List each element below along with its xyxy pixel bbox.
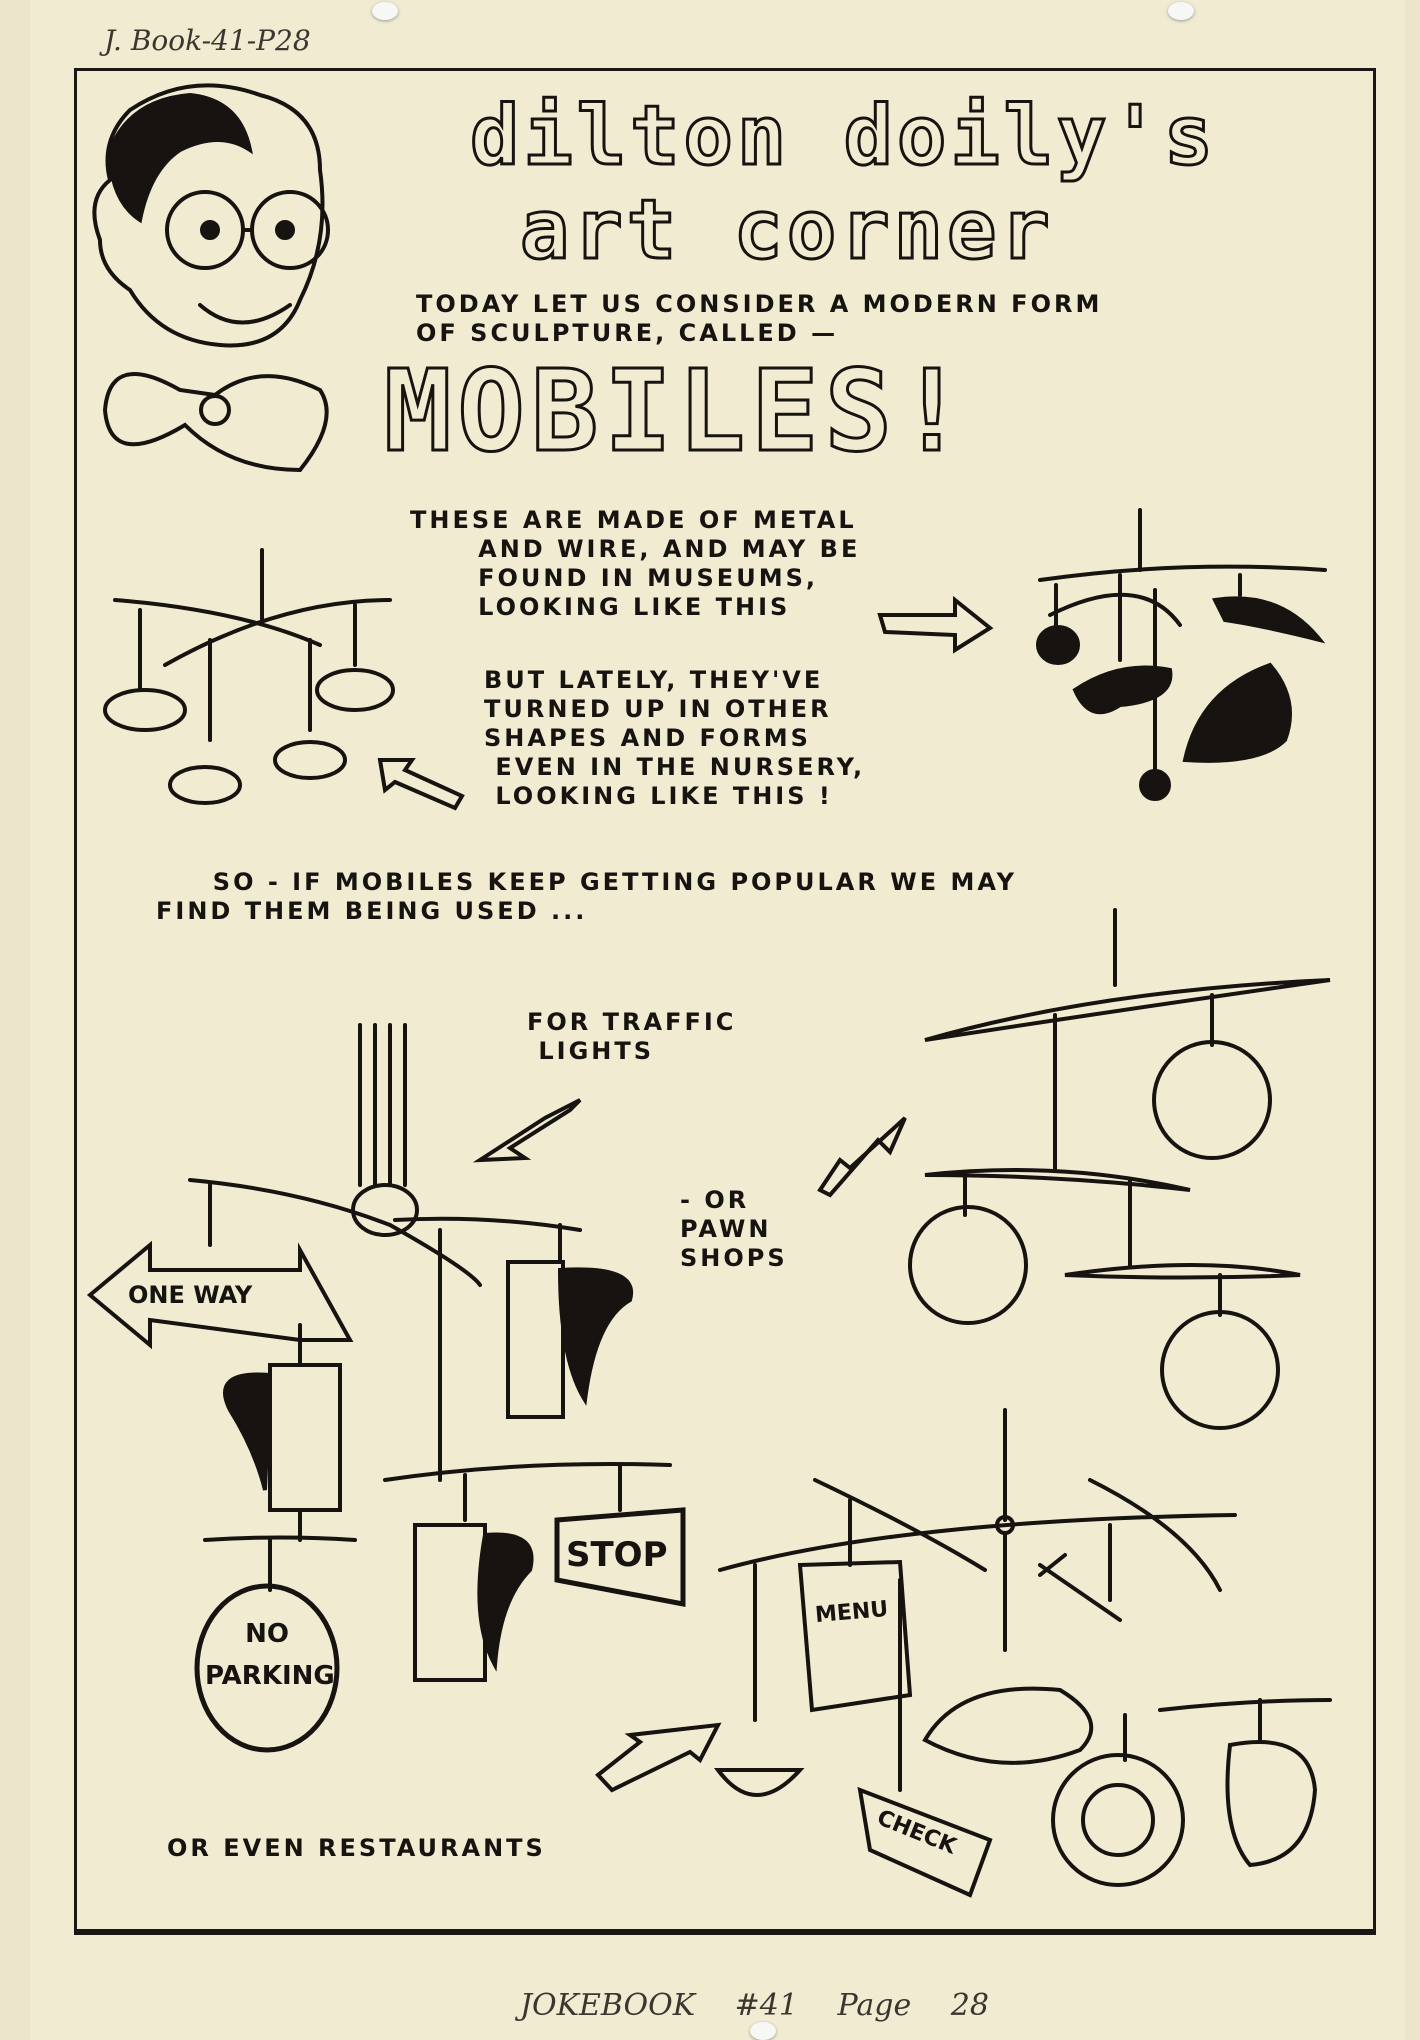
title-line-1: dilton doily's (468, 89, 1218, 184)
push-pin (372, 2, 398, 20)
push-pin (1168, 2, 1194, 20)
pawn-caption: - OR PAWN SHOPS (680, 1186, 788, 1272)
museum-mobile (1036, 508, 1327, 801)
no-parking-label-2: PARKING (205, 1661, 335, 1691)
traffic-light-mobile (86, 1023, 686, 1753)
turkey (922, 1686, 1094, 1765)
arrow-up-right (595, 1722, 722, 1793)
popular-caption: SO - IF MOBILES KEEP GETTING POPULAR WE … (156, 868, 1017, 925)
one-way-label: ONE WAY (128, 1281, 253, 1309)
intro-text: TODAY LET US CONSIDER A MODERN FORM OF S… (416, 290, 1103, 347)
pawn-shop-mobile (908, 908, 1331, 1430)
restaurant-mobile (714, 1408, 1332, 1898)
plate (1051, 1753, 1185, 1887)
headline: MOBILES! (382, 347, 972, 477)
top-margin-note: J. Book-41-P28 (104, 24, 311, 57)
steak (1225, 1740, 1318, 1868)
push-pin (750, 2022, 776, 2040)
nursery-caption: BUT LATELY, THEY'VE TURNED UP IN OTHER S… (484, 666, 866, 810)
arrow-down-left (472, 1098, 582, 1163)
stop-sign (554, 1507, 686, 1608)
no-parking-sign (194, 1583, 340, 1753)
check-slip (857, 1786, 993, 1898)
traffic-caption: FOR TRAFFIC LIGHTS (527, 1008, 737, 1065)
one-way-sign (86, 1240, 354, 1350)
bottom-margin-note: JOKEBOOK #41 Page 28 (520, 1988, 989, 2023)
restaurants-caption: OR EVEN RESTAURANTS (167, 1834, 546, 1862)
arrow-up-right (817, 1116, 907, 1198)
comic-panel-border (74, 68, 1376, 1935)
no-parking-label-1: NO (245, 1619, 289, 1649)
arrow-right (877, 595, 994, 654)
stop-label: STOP (566, 1535, 668, 1575)
nursery-mobile (103, 548, 395, 805)
title-line-2: art corner (519, 183, 1054, 278)
dilton-portrait (92, 83, 330, 473)
arrow-up-left (377, 758, 465, 811)
menu-card (797, 1559, 913, 1713)
museum-caption: THESE ARE MADE OF METAL AND WIRE, AND MA… (410, 506, 861, 621)
